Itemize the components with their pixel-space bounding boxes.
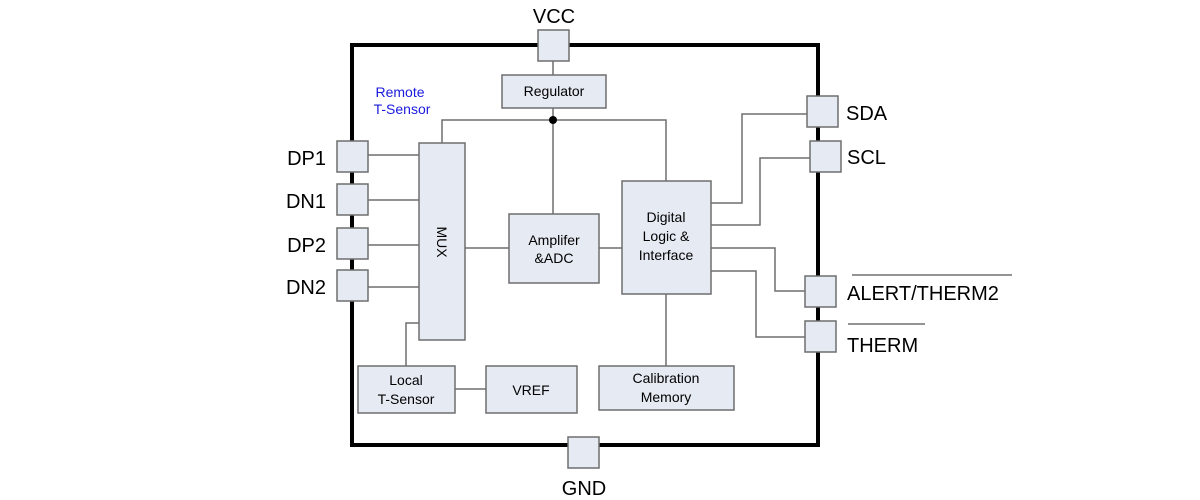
pin-label-sda: SDA: [846, 103, 888, 125]
local-sensor-label-line2: T-Sensor: [378, 391, 435, 407]
pin-sda[interactable]: [806, 95, 839, 128]
junction-dot: [549, 116, 557, 124]
pin-dn2[interactable]: [336, 269, 369, 302]
regulator-block: Regulator: [501, 74, 607, 109]
pin-label-dp2: DP2: [287, 235, 326, 257]
pin-vcc[interactable]: [537, 29, 570, 62]
pin-alert-therm2[interactable]: [804, 275, 837, 308]
local-sensor-block: Local T-Sensor: [357, 365, 456, 414]
digital-label-line2: Logic &: [643, 228, 690, 244]
pin-label-alert-therm2: ALERT/THERM2: [847, 283, 999, 305]
pin-dn1[interactable]: [336, 183, 369, 216]
digital-label-line1: Digital: [647, 209, 686, 225]
wire-digital-sda: [711, 113, 808, 204]
digital-label-line3: Interface: [639, 247, 694, 263]
pin-label-scl: SCL: [847, 147, 886, 169]
calibration-label-line1: Calibration: [633, 370, 700, 386]
wires: [368, 60, 810, 390]
vref-label: VREF: [512, 382, 549, 398]
pin-label-dp1: DP1: [287, 148, 326, 170]
amplifier-label-line1: Amplifer: [528, 232, 580, 248]
amplifier-adc-block: Amplifer &ADC: [508, 213, 600, 284]
wire-digital-therm: [711, 270, 806, 338]
calibration-label-line2: Memory: [641, 389, 692, 405]
wire-power-bus: [441, 119, 667, 181]
pin-scl[interactable]: [809, 140, 842, 173]
mux-block: MUX: [418, 142, 466, 341]
wire-digital-alert: [711, 247, 806, 292]
pin-label-vcc: VCC: [533, 6, 575, 28]
pin-label-therm: THERM: [847, 335, 918, 357]
pin-gnd[interactable]: [567, 436, 600, 469]
pin-label-dn1: DN1: [286, 191, 326, 213]
pin-therm[interactable]: [804, 320, 837, 353]
calibration-memory-block: Calibration Memory: [598, 365, 735, 411]
amplifier-label-line2: &ADC: [535, 250, 574, 266]
remote-sensor-label-line1: Remote: [375, 84, 424, 100]
regulator-label: Regulator: [524, 83, 585, 99]
pin-dp2[interactable]: [336, 227, 369, 260]
pin-label-gnd: GND: [562, 478, 606, 500]
pin-label-dn2: DN2: [286, 277, 326, 299]
pin-dp1[interactable]: [336, 140, 369, 173]
digital-logic-block: Digital Logic & Interface: [621, 180, 712, 295]
wire-mux-local-sensor: [405, 322, 419, 366]
wire-digital-scl: [711, 157, 810, 226]
mux-label: MUX: [434, 226, 450, 258]
vref-block: VREF: [485, 365, 578, 414]
pins: [336, 29, 842, 469]
local-sensor-label-line1: Local: [389, 372, 422, 388]
remote-sensor-label-line2: T-Sensor: [374, 101, 431, 117]
